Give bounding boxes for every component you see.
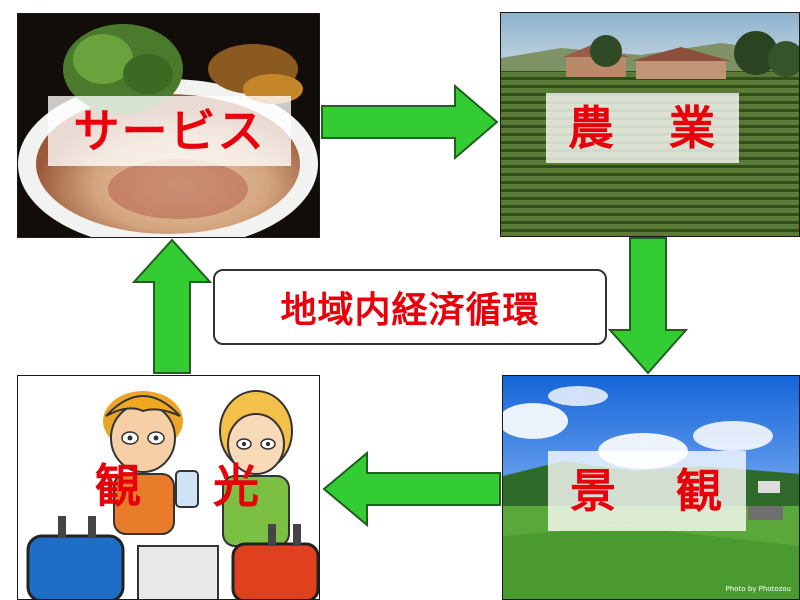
service-photo: サービス	[17, 13, 320, 238]
tourism-label-char-2: 光	[213, 459, 261, 513]
travelers-illustration	[26, 390, 319, 599]
photo-credit: Photo by Photozou	[725, 585, 791, 593]
agriculture-label-char-1: 農	[568, 101, 616, 155]
tourism-illustration: 観 光	[17, 375, 320, 600]
regional-economic-cycle-label: 地域内経済循環	[213, 269, 607, 345]
agriculture-photo: 農 業	[500, 12, 800, 237]
service-label: サービス	[48, 96, 291, 166]
agriculture-label: 農 業	[546, 93, 739, 163]
arrow-tourism-to-service	[131, 238, 213, 374]
scenery-label: 景 観	[548, 451, 746, 531]
arrow-service-to-agriculture	[321, 83, 499, 161]
tourism-label: 観 光	[73, 456, 283, 516]
scenery-photo: 景 観 Photo by Photozou	[502, 375, 800, 600]
arrow-agriculture-to-scenery	[607, 237, 689, 375]
agriculture-label-char-2: 業	[669, 101, 717, 155]
arrow-scenery-to-tourism	[322, 450, 501, 528]
tourism-label-char-1: 観	[95, 459, 143, 513]
scenery-label-char-1: 景	[570, 464, 618, 518]
scenery-label-char-2: 観	[676, 464, 724, 518]
